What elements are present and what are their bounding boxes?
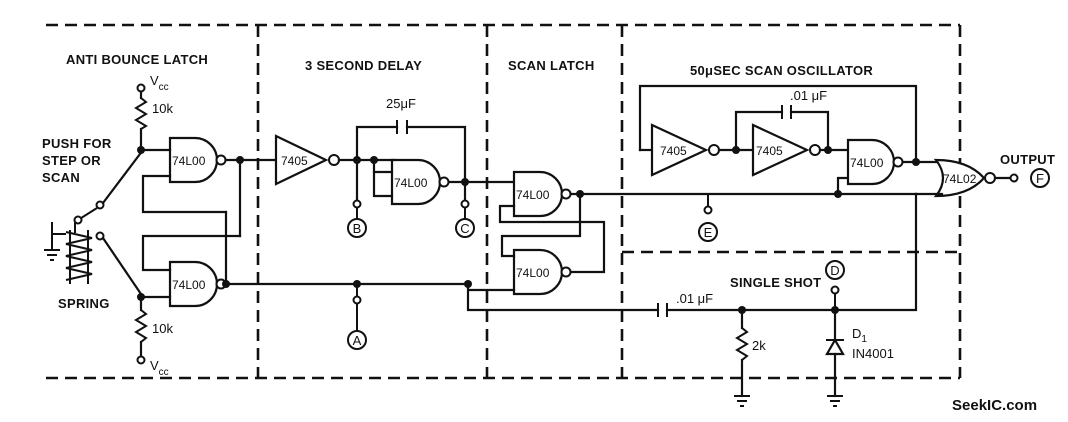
diode-icon <box>825 337 845 356</box>
nand-gate-latch-top: 74L00 <box>168 136 227 184</box>
ground-icon-left <box>44 222 66 261</box>
output-label: OUTPUT <box>1000 152 1055 167</box>
diode-part-label: IN4001 <box>852 346 894 361</box>
push-switch <box>73 148 145 299</box>
test-point-b <box>347 218 367 238</box>
svg-text:74L00: 74L00 <box>516 188 550 202</box>
diode-label: D1 <box>852 326 867 345</box>
vcc-top-terminal <box>136 83 146 93</box>
svg-text:74L00: 74L00 <box>516 266 550 280</box>
vcc-bottom-label: Vcc <box>150 358 169 378</box>
nand-gate-delay: 74L00 <box>390 158 450 206</box>
inverter-7405-osc-2: 7405 <box>751 123 821 177</box>
resistor-bottom-icon <box>134 309 148 343</box>
vcc-top-label: Vcc <box>150 73 169 93</box>
svg-text:7405: 7405 <box>756 144 783 158</box>
nand-gate-latch-bottom: 74L00 <box>168 260 227 308</box>
svg-text:7405: 7405 <box>281 154 308 168</box>
resistor-bottom-value: 10k <box>152 321 173 336</box>
nand-gate-scan-top: 74L00 <box>512 170 572 218</box>
inverter-7405-delay: 7405 <box>274 134 340 186</box>
svg-text:74L00: 74L00 <box>850 156 884 170</box>
svg-text:F: F <box>1036 171 1044 186</box>
inverter-7405-osc-1: 7405 <box>650 123 720 177</box>
svg-text:74L02: 74L02 <box>943 172 977 186</box>
push-label-line2: STEP OR <box>42 153 101 168</box>
watermark: SeekIC.com <box>952 397 1037 414</box>
capacitor-osc-icon <box>781 105 792 119</box>
resistor-top-value: 10k <box>152 101 173 116</box>
push-label-line3: SCAN <box>42 170 80 185</box>
spring-icon <box>65 230 93 284</box>
test-point-d <box>825 260 845 280</box>
anti-bounce-title: ANTI BOUNCE LATCH <box>66 52 208 67</box>
cap-single-shot-label: .01 μF <box>676 291 713 306</box>
nand-gate-scan-bottom: 74L00 <box>512 248 572 296</box>
vcc-bottom-terminal <box>136 355 146 365</box>
ground-icon-diode <box>827 395 843 407</box>
svg-text:D: D <box>830 263 839 278</box>
scan-latch-title: SCAN LATCH <box>508 58 595 73</box>
svg-text:C: C <box>460 221 469 236</box>
resistor-2k-value: 2k <box>752 338 766 353</box>
section-boxes <box>46 23 962 380</box>
delay-title: 3 SECOND DELAY <box>305 58 422 73</box>
svg-text:74L00: 74L00 <box>172 278 206 292</box>
nand-gate-osc: 74L00 <box>846 138 904 186</box>
test-point-f <box>1030 168 1050 188</box>
capacitor-single-shot-icon <box>657 303 668 317</box>
push-label-line1: PUSH FOR <box>42 136 112 151</box>
svg-text:E: E <box>704 225 713 240</box>
resistor-2k-icon <box>735 327 749 361</box>
test-point-e <box>698 222 718 242</box>
capacitor-25uf-icon <box>396 120 408 134</box>
cap-delay-label: 25μF <box>386 96 416 111</box>
svg-text:7405: 7405 <box>660 144 687 158</box>
svg-text:A: A <box>353 333 362 348</box>
nor-gate-74l02: 74L02 <box>933 158 996 198</box>
spring-label: SPRING <box>58 296 110 311</box>
svg-text:74L00: 74L00 <box>394 176 428 190</box>
test-point-c <box>455 218 475 238</box>
svg-text:74L00: 74L00 <box>172 154 206 168</box>
svg-text:B: B <box>353 221 362 236</box>
resistor-top-icon <box>134 97 148 130</box>
single-shot-title: SINGLE SHOT <box>730 275 821 290</box>
cap-osc-label: .01 μF <box>790 88 827 103</box>
ground-icon-resistor <box>734 395 750 407</box>
oscillator-title: 50μSEC SCAN OSCILLATOR <box>690 63 873 78</box>
